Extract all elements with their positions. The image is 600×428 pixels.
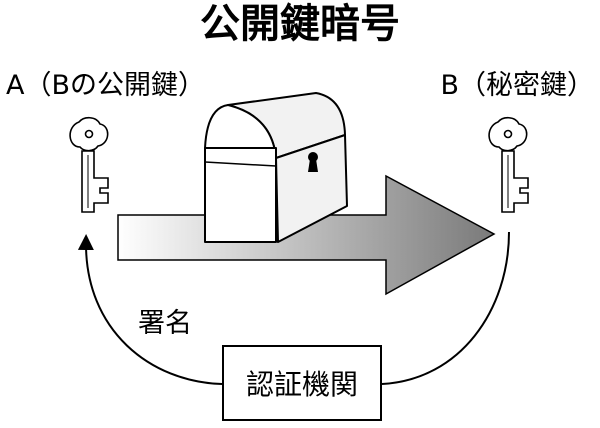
receiver-to-authority-curve xyxy=(381,231,510,385)
signature-arrow xyxy=(77,234,223,385)
certificate-authority-box: 認証機関 xyxy=(222,345,382,421)
certificate-authority-label: 認証機関 xyxy=(245,368,358,401)
transfer-arrow xyxy=(117,174,496,296)
sender-label: A（Bの公開鍵） xyxy=(6,70,205,101)
receiver-key-icon xyxy=(488,116,529,213)
signature-label: 署名 xyxy=(138,308,192,339)
receiver-label: B（秘密鍵） xyxy=(440,70,594,101)
sender-key-icon xyxy=(69,116,109,213)
page-title: 公開鍵暗号 xyxy=(200,1,400,47)
keyhole-icon xyxy=(308,152,318,172)
treasure-chest-icon xyxy=(204,92,348,243)
